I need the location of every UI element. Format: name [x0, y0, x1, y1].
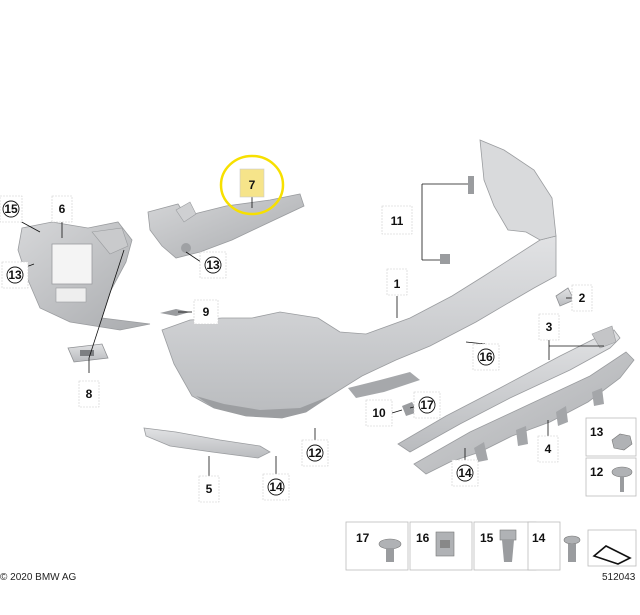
copyright-text: © 2020 BMW AG: [0, 572, 77, 583]
part-number-10: 10: [372, 406, 386, 420]
clip-part-9: [160, 309, 190, 316]
legend-17[interactable]: 17: [345, 521, 409, 571]
callout-14[interactable]: 14: [262, 473, 290, 501]
legend-number: 17: [356, 531, 370, 545]
part-number-7: 7: [249, 178, 256, 192]
bracket-part-6: [17, 221, 151, 331]
callout-15[interactable]: 15: [0, 195, 23, 223]
highlight-circle: [219, 154, 285, 216]
part-label-6[interactable]: 6: [51, 195, 73, 223]
callout-14[interactable]: 14: [451, 459, 479, 487]
diagram-id: 512043: [602, 572, 636, 583]
legend-number: 15: [480, 531, 494, 545]
push-rivet-icon: [378, 538, 402, 562]
callout-number: 12: [308, 446, 322, 460]
callout-number: 17: [420, 398, 434, 412]
legend-number: 12: [590, 465, 604, 479]
callout-number: 13: [8, 268, 22, 282]
expansion-rivet-icon: [563, 535, 581, 562]
legend-number: 14: [532, 531, 546, 545]
part-number-4: 4: [545, 442, 552, 456]
clip-nut-icon: [435, 531, 455, 557]
legend-13[interactable]: 13: [585, 417, 637, 457]
part-label-7[interactable]: 7: [239, 168, 265, 198]
callout-13[interactable]: 13: [1, 261, 29, 289]
part-number-6: 6: [59, 202, 66, 216]
part-label-3[interactable]: 3: [538, 313, 560, 341]
callout-number: 16: [479, 350, 493, 364]
legend-number: 13: [590, 425, 604, 439]
part-label-10[interactable]: 10: [365, 399, 393, 427]
part-label-4[interactable]: 4: [537, 435, 559, 463]
spreader-clip-icon: [499, 529, 517, 562]
sealing-strip-icon: [587, 529, 637, 567]
part-number-2: 2: [579, 291, 586, 305]
callout-13[interactable]: 13: [199, 251, 227, 279]
bracket-part-7: [147, 193, 305, 259]
part-label-2[interactable]: 2: [571, 284, 593, 312]
legend-15[interactable]: 15: [473, 521, 537, 571]
bumper-part-1: [161, 139, 557, 419]
clip-part-8: [67, 343, 109, 363]
part-number-5: 5: [206, 482, 213, 496]
part-number-3: 3: [546, 320, 553, 334]
legend-number: 16: [416, 531, 430, 545]
callout-16[interactable]: 16: [472, 343, 500, 371]
callout-12[interactable]: 12: [301, 439, 329, 467]
part-number-8: 8: [86, 387, 93, 401]
legend-12[interactable]: 12: [585, 457, 637, 497]
callout-number: 13: [206, 258, 220, 272]
part-label-1[interactable]: 1: [386, 268, 408, 296]
part-number-1: 1: [394, 277, 401, 291]
part-label-11[interactable]: 11: [381, 205, 413, 235]
callout-number: 14: [458, 466, 472, 480]
part-label-5[interactable]: 5: [198, 475, 220, 503]
legend-14[interactable]: 14: [527, 521, 561, 571]
part-label-9[interactable]: 9: [193, 299, 219, 325]
callout-number: 14: [269, 480, 283, 494]
legend-16[interactable]: 16: [409, 521, 473, 571]
clip-part-2: [555, 287, 575, 307]
clip-part-11: [440, 176, 474, 264]
callout-number: 15: [4, 202, 18, 216]
part-label-8[interactable]: 8: [78, 380, 100, 408]
trim-part-5: [143, 427, 271, 459]
diffuser-part-3: [397, 325, 621, 453]
part-number-11: 11: [391, 214, 404, 228]
nut-icon: [611, 433, 633, 451]
callout-17[interactable]: 17: [413, 391, 441, 419]
screw-icon: [611, 466, 633, 492]
part-number-9: 9: [203, 305, 210, 319]
